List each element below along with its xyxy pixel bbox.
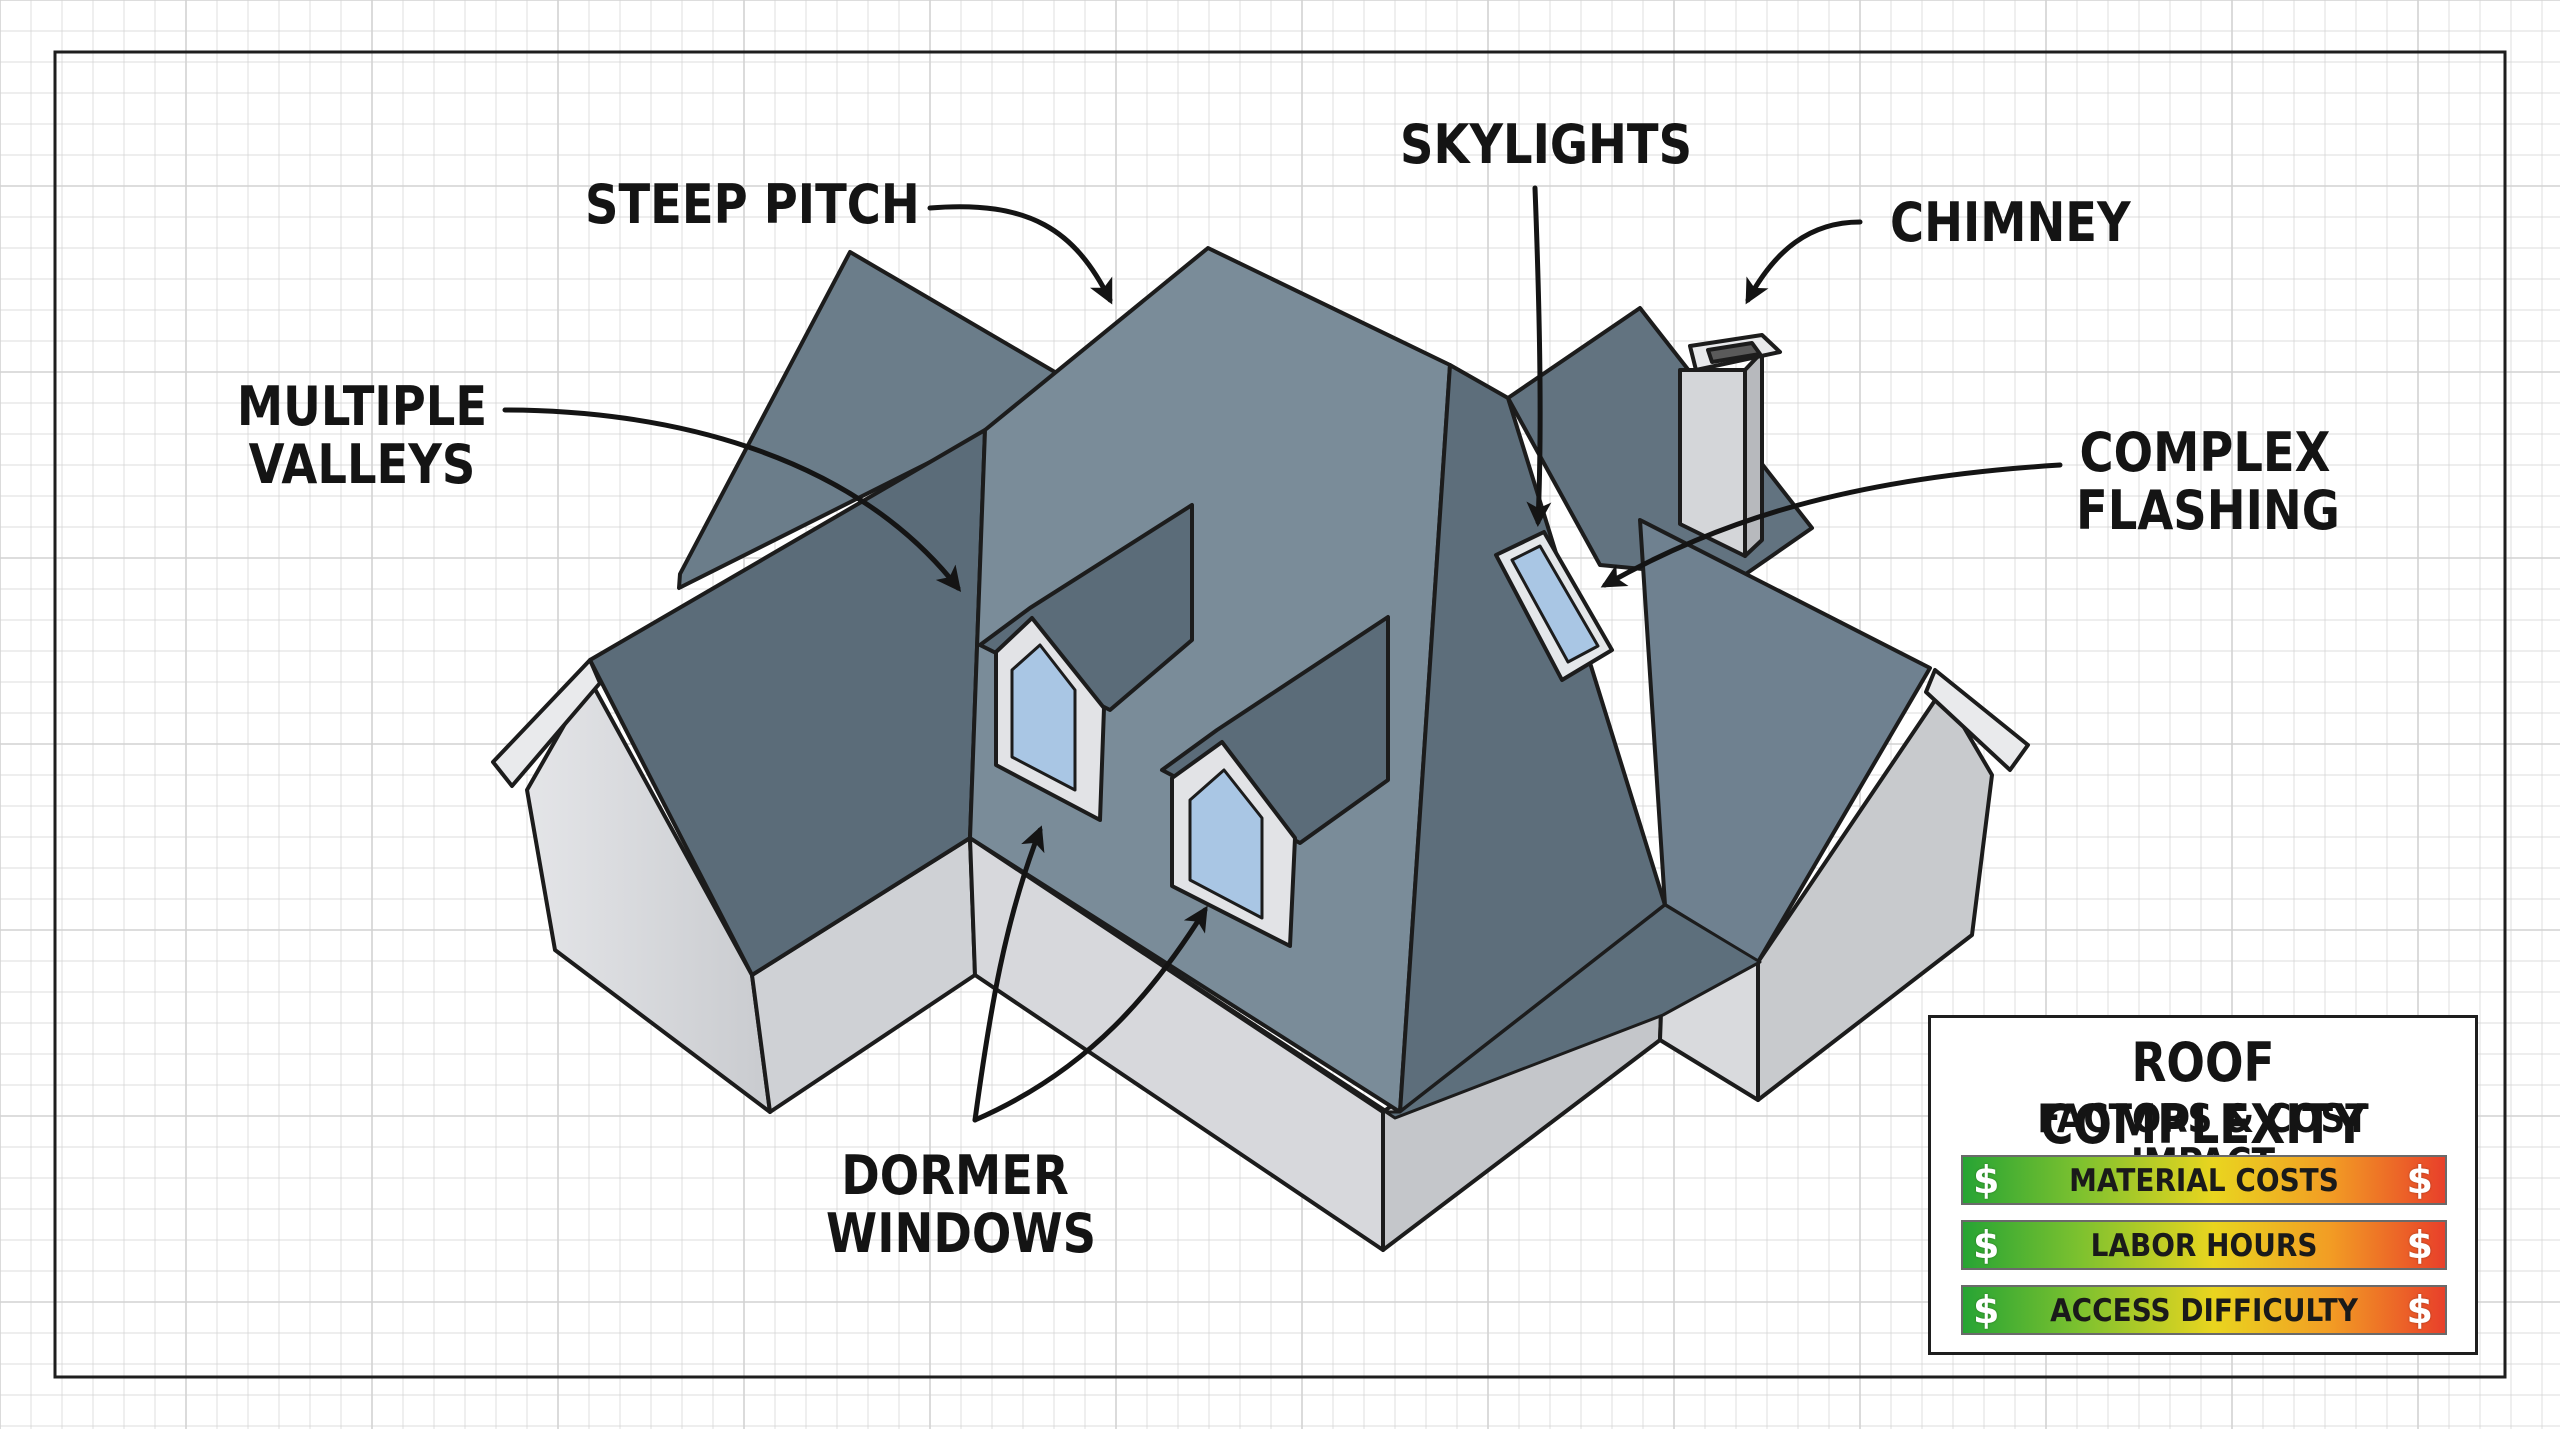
arrow-chimney [1748, 222, 1860, 300]
dollar-icon: $ [2407, 1288, 2433, 1332]
chimney-side [1745, 352, 1762, 556]
dollar-icon: $ [2407, 1223, 2433, 1267]
legend-bar-label: ACCESS DIFFICULTY [1987, 1292, 2421, 1330]
legend-bar-material-costs: $ MATERIAL COSTS $ [1961, 1155, 2447, 1205]
legend-box: ROOF COMPLEXITY FACTORS & COST IMPACT $ … [1928, 1015, 2478, 1355]
label-multiple-valleys-line-2: VALLEYS [233, 436, 491, 494]
dollar-icon: $ [2407, 1158, 2433, 1202]
label-dormer-windows-line-1: DORMER [826, 1147, 1084, 1205]
label-skylights: SKYLIGHTS [1400, 116, 1692, 174]
legend-bar-labor-hours: $ LABOR HOURS $ [1961, 1220, 2447, 1270]
legend-bar-label: MATERIAL COSTS [1987, 1162, 2421, 1200]
label-chimney: CHIMNEY [1890, 194, 2131, 252]
label-dormer-windows: DORMER WINDOWS [826, 1147, 1084, 1263]
label-complex-flashing: COMPLEX FLASHING [2076, 424, 2334, 540]
label-complex-flashing-line-2: FLASHING [2076, 482, 2334, 540]
label-multiple-valleys: MULTIPLE VALLEYS [233, 378, 491, 494]
arrow-skylights [1535, 188, 1540, 522]
label-complex-flashing-line-1: COMPLEX [2076, 424, 2334, 482]
legend-bar-access-difficulty: $ ACCESS DIFFICULTY $ [1961, 1285, 2447, 1335]
label-multiple-valleys-line-1: MULTIPLE [233, 378, 491, 436]
chimney-front [1680, 370, 1745, 556]
arrow-steep-pitch [930, 207, 1110, 300]
label-dormer-windows-line-2: WINDOWS [826, 1205, 1084, 1263]
legend-bar-label: LABOR HOURS [1987, 1227, 2421, 1265]
label-steep-pitch: STEEP PITCH [585, 176, 920, 234]
